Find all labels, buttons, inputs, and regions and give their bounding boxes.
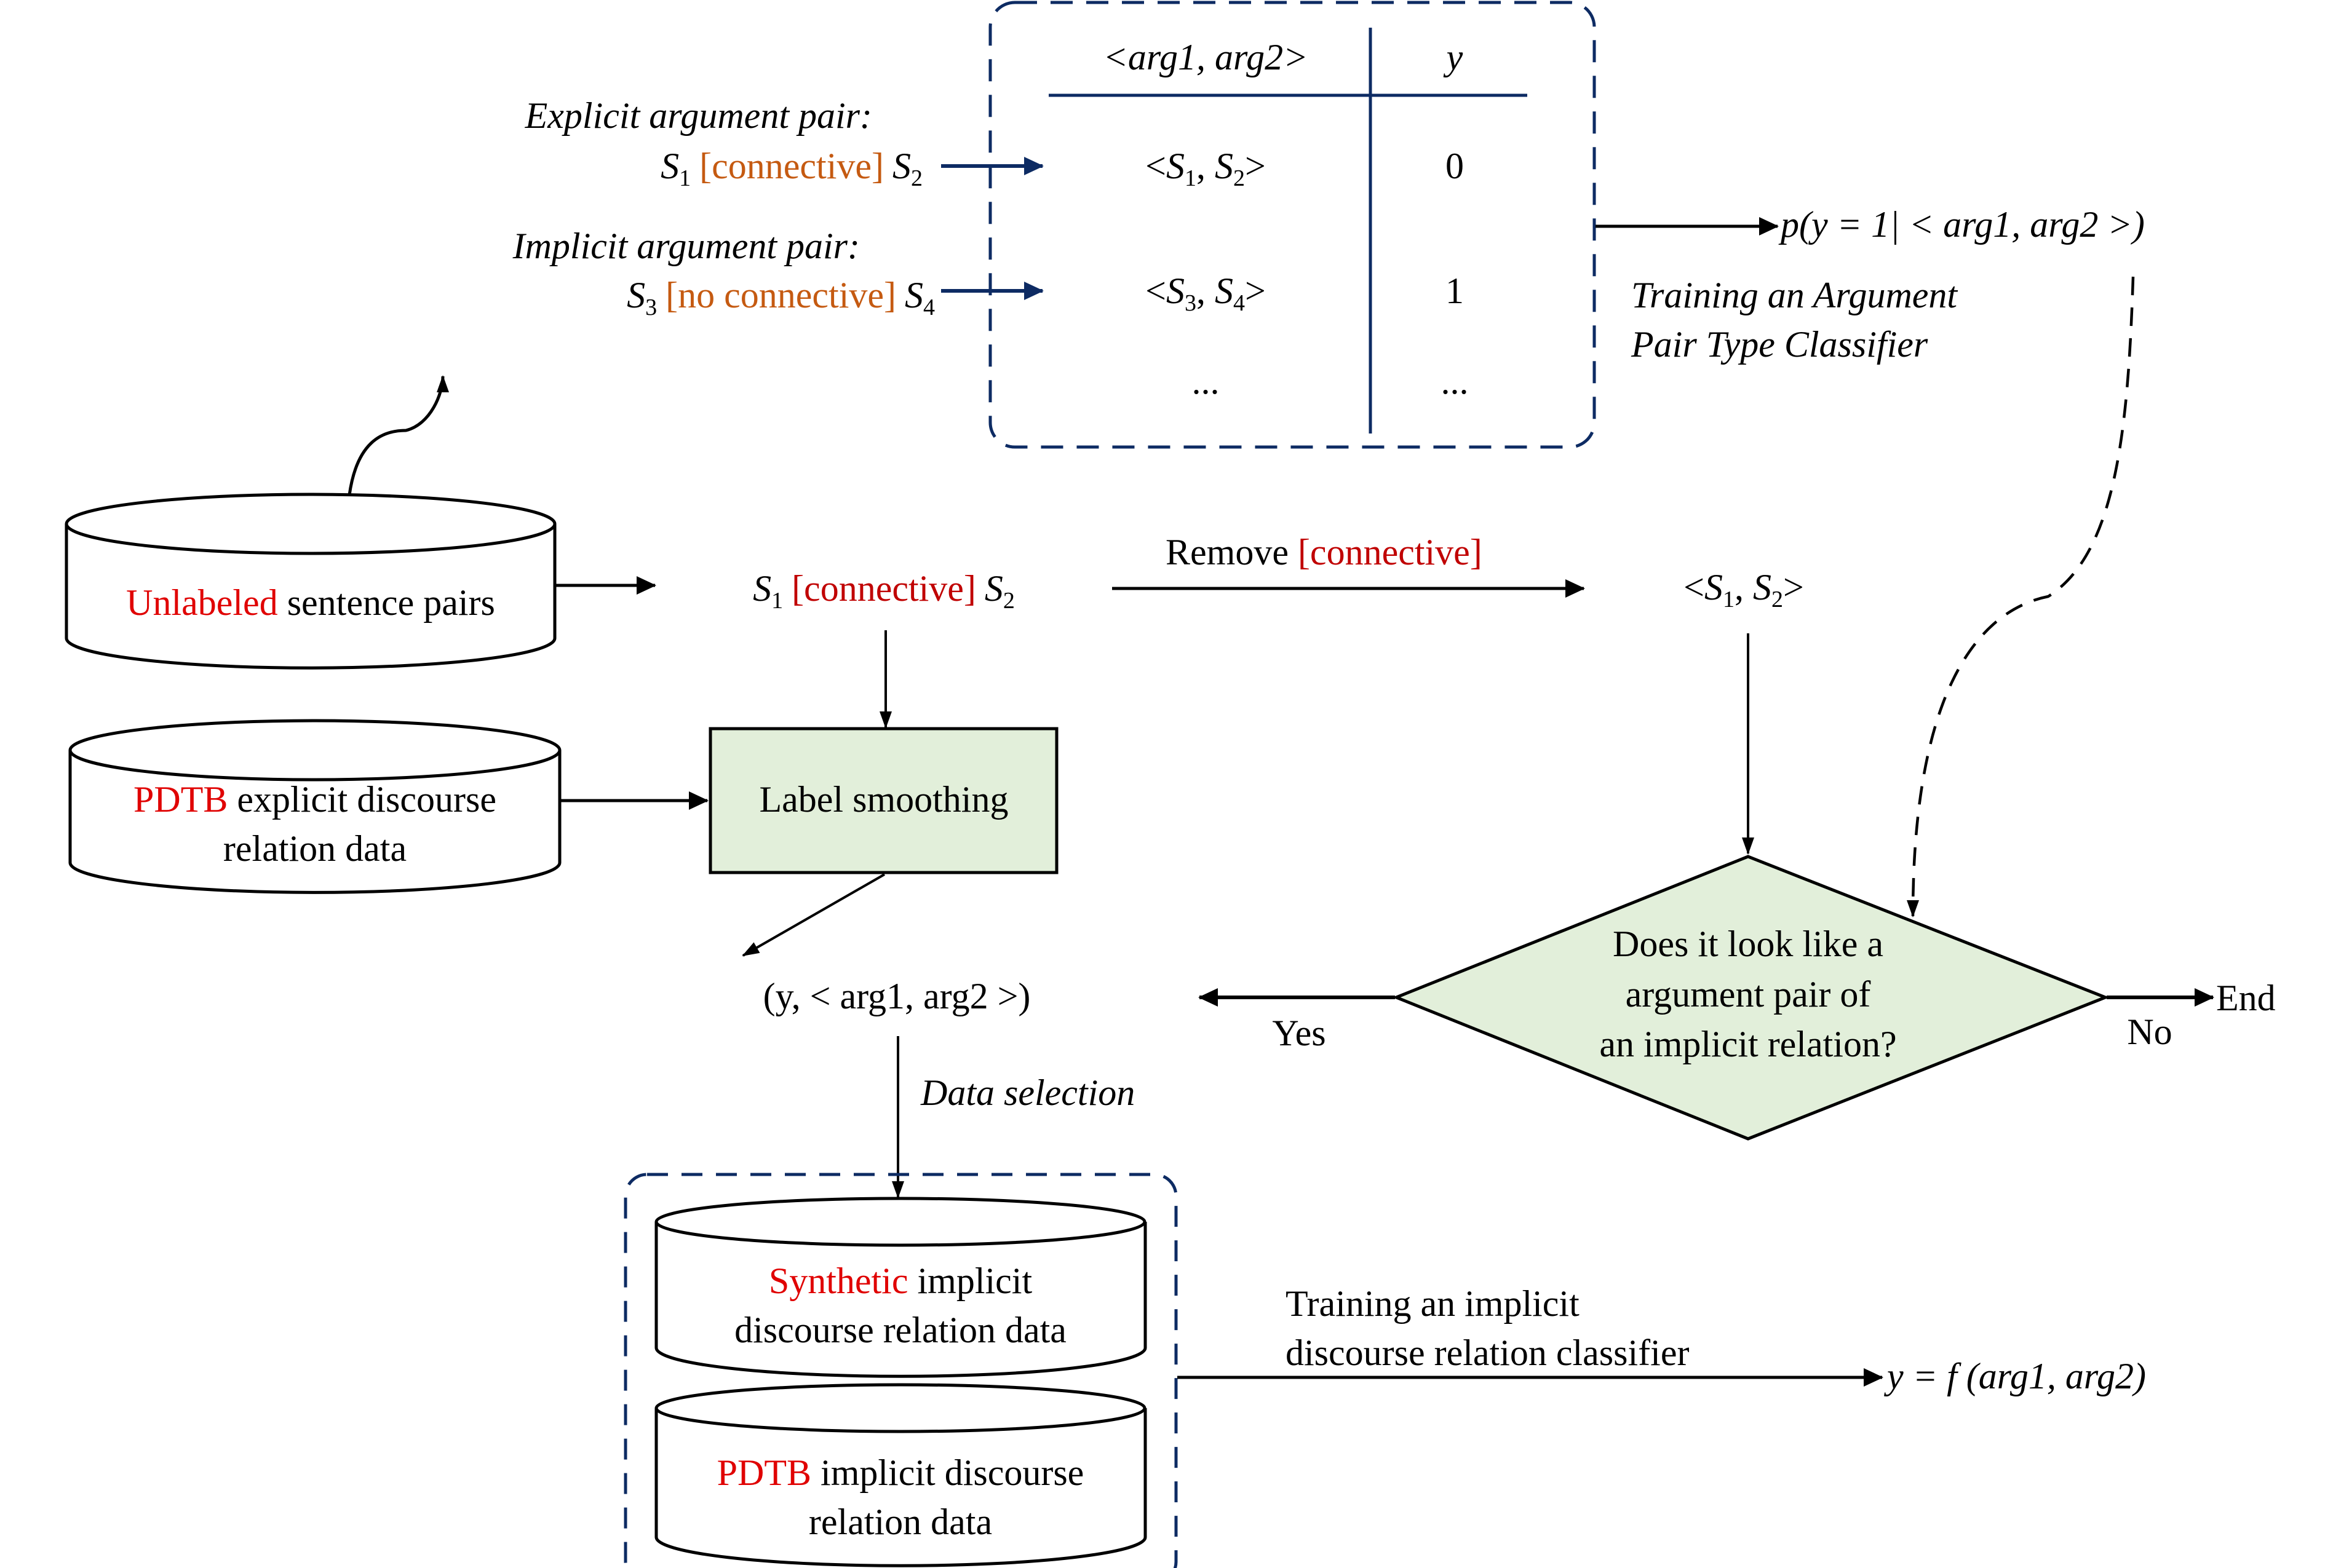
training-data-dashed-container (624, 1173, 1178, 1568)
s4: S (905, 275, 923, 315)
row1-a-sub: 1 (1185, 165, 1196, 191)
classifier-caption-line2: Pair Type Classifier (1631, 324, 1928, 365)
pdtb-explicit-rest: explicit discourse (228, 779, 496, 820)
final-caption-line1: Training an implicit (1286, 1283, 1580, 1324)
explicit-pair-title: Explicit argument pair: (525, 95, 872, 136)
classifier-caption-line1: Training an Argument (1631, 275, 1958, 315)
db-unlabeled: Unlabeled sentence pairs (65, 493, 557, 670)
table-header-y: y (1443, 37, 1463, 77)
row2-b: S (1215, 271, 1233, 311)
decision-diamond: Does it look like a argument pair of an … (1392, 855, 2110, 1141)
remove-connective-label: Remove [connective] (1166, 532, 1482, 572)
s2: S (892, 146, 911, 186)
mid-connective: [connective] (792, 568, 976, 609)
final-caption-line2: discourse relation classifier (1286, 1332, 1689, 1373)
dashed-container (988, 1, 1596, 449)
no-label: No (2127, 1012, 2172, 1052)
db-pdtb-explicit-line1: PDTB explicit discourse (133, 779, 496, 820)
implicit-pair-expression: S3[no connective]S4 (627, 275, 935, 320)
explicit-connective: [connective] (699, 146, 884, 186)
db-synthetic-line2: discourse relation data (734, 1310, 1067, 1350)
unlabeled-to-examples-arrow (348, 375, 449, 496)
table-row-2-y: 1 (1445, 271, 1464, 311)
table-row-3-y: ... (1441, 361, 1469, 402)
synthetic-highlight: Synthetic (769, 1261, 908, 1301)
sentence-with-connective: S1[connective]S2 (753, 568, 1015, 614)
row1-b: S (1215, 146, 1233, 186)
db-pdtb-implicit: PDTB implicit discourse relation data (654, 1383, 1147, 1567)
s3: S (627, 275, 645, 315)
pdtb-explicit-highlight: PDTB (133, 779, 228, 820)
s3-sub: 3 (645, 295, 657, 320)
implicit-pair-title: Implicit argument pair: (512, 226, 860, 266)
label-smoothing-box: Label smoothing (709, 727, 1059, 874)
remove-word: Remove (1166, 532, 1298, 572)
row2-b-sub: 4 (1233, 290, 1245, 316)
db-pdtb-implicit-line2: relation data (809, 1502, 992, 1542)
table-row-1-y: 0 (1445, 146, 1464, 186)
db-synthetic: Synthetic implicit discourse relation da… (654, 1197, 1147, 1378)
label-smoothing-label: Label smoothing (760, 779, 1009, 820)
mid-s2-sub: 2 (1003, 588, 1015, 614)
yes-label: Yes (1272, 1013, 1325, 1053)
table-row-1-pair: <S1, S2> (1145, 146, 1266, 191)
decision-line1: Does it look like a (1613, 924, 1883, 964)
unlabeled-highlight: Unlabeled (126, 582, 278, 623)
mid-s1-sub: 1 (771, 588, 783, 614)
row2-a: S (1166, 271, 1185, 311)
table-header-pair: <arg1, arg2> (1103, 37, 1308, 77)
pdtb-implicit-rest: implicit discourse (811, 1452, 1084, 1493)
synthetic-rest: implicit (908, 1261, 1032, 1301)
s1: S (661, 146, 679, 186)
final-classifier-output: y = f (arg1, arg2) (1883, 1356, 2146, 1396)
unlabeled-rest: sentence pairs (278, 582, 495, 623)
db-pdtb-explicit: PDTB explicit discourse relation data (68, 719, 562, 894)
explicit-pair-expression: S1[connective]S2 (661, 146, 923, 191)
end-label: End (2216, 978, 2276, 1018)
decision-line2: argument pair of (1626, 974, 1871, 1015)
db-synthetic-line1: Synthetic implicit (769, 1261, 1033, 1301)
row1-a: S (1166, 146, 1185, 186)
s1-sub: 1 (679, 165, 691, 191)
classifier-to-decision-dashed-arrow (1907, 276, 2135, 917)
pdtb-implicit-highlight: PDTB (717, 1452, 811, 1493)
db-pdtb-explicit-line2: relation data (223, 828, 407, 869)
decision-line3: an implicit relation? (1599, 1024, 1896, 1064)
implicit-connective: [no connective] (666, 275, 896, 315)
row1-b-sub: 2 (1233, 165, 1245, 191)
smoothing-to-tuple-arrow (742, 873, 885, 957)
row2-a-sub: 3 (1185, 290, 1196, 316)
pair-without-connective: <S1, S2> (1683, 567, 1804, 612)
training-data-group: Synthetic implicit discourse relation da… (624, 1173, 1178, 1568)
data-selection-label: Data selection (920, 1072, 1135, 1113)
s4-sub: 4 (923, 295, 935, 320)
db-pdtb-implicit-line1: PDTB implicit discourse (717, 1452, 1084, 1493)
mid-s1: S (753, 568, 771, 609)
argument-pair-examples: Explicit argument pair: S1[connective]S2… (512, 95, 1044, 320)
table-row-2-pair: <S3, S4> (1145, 271, 1266, 316)
s2-sub: 2 (911, 165, 923, 191)
remove-connective-word: [connective] (1298, 532, 1482, 572)
table-row-3-pair: ... (1192, 361, 1220, 402)
mid-s2: S (985, 568, 1003, 609)
labeled-tuple: (y, < arg1, arg2 >) (763, 976, 1031, 1016)
training-table-box: <arg1, arg2> y <S1, S2> 0 <S3, S4> 1 ...… (988, 1, 1596, 449)
db-unlabeled-label: Unlabeled sentence pairs (126, 582, 495, 623)
classifier-output: p(y = 1| < arg1, arg2 >) (1778, 204, 2145, 245)
